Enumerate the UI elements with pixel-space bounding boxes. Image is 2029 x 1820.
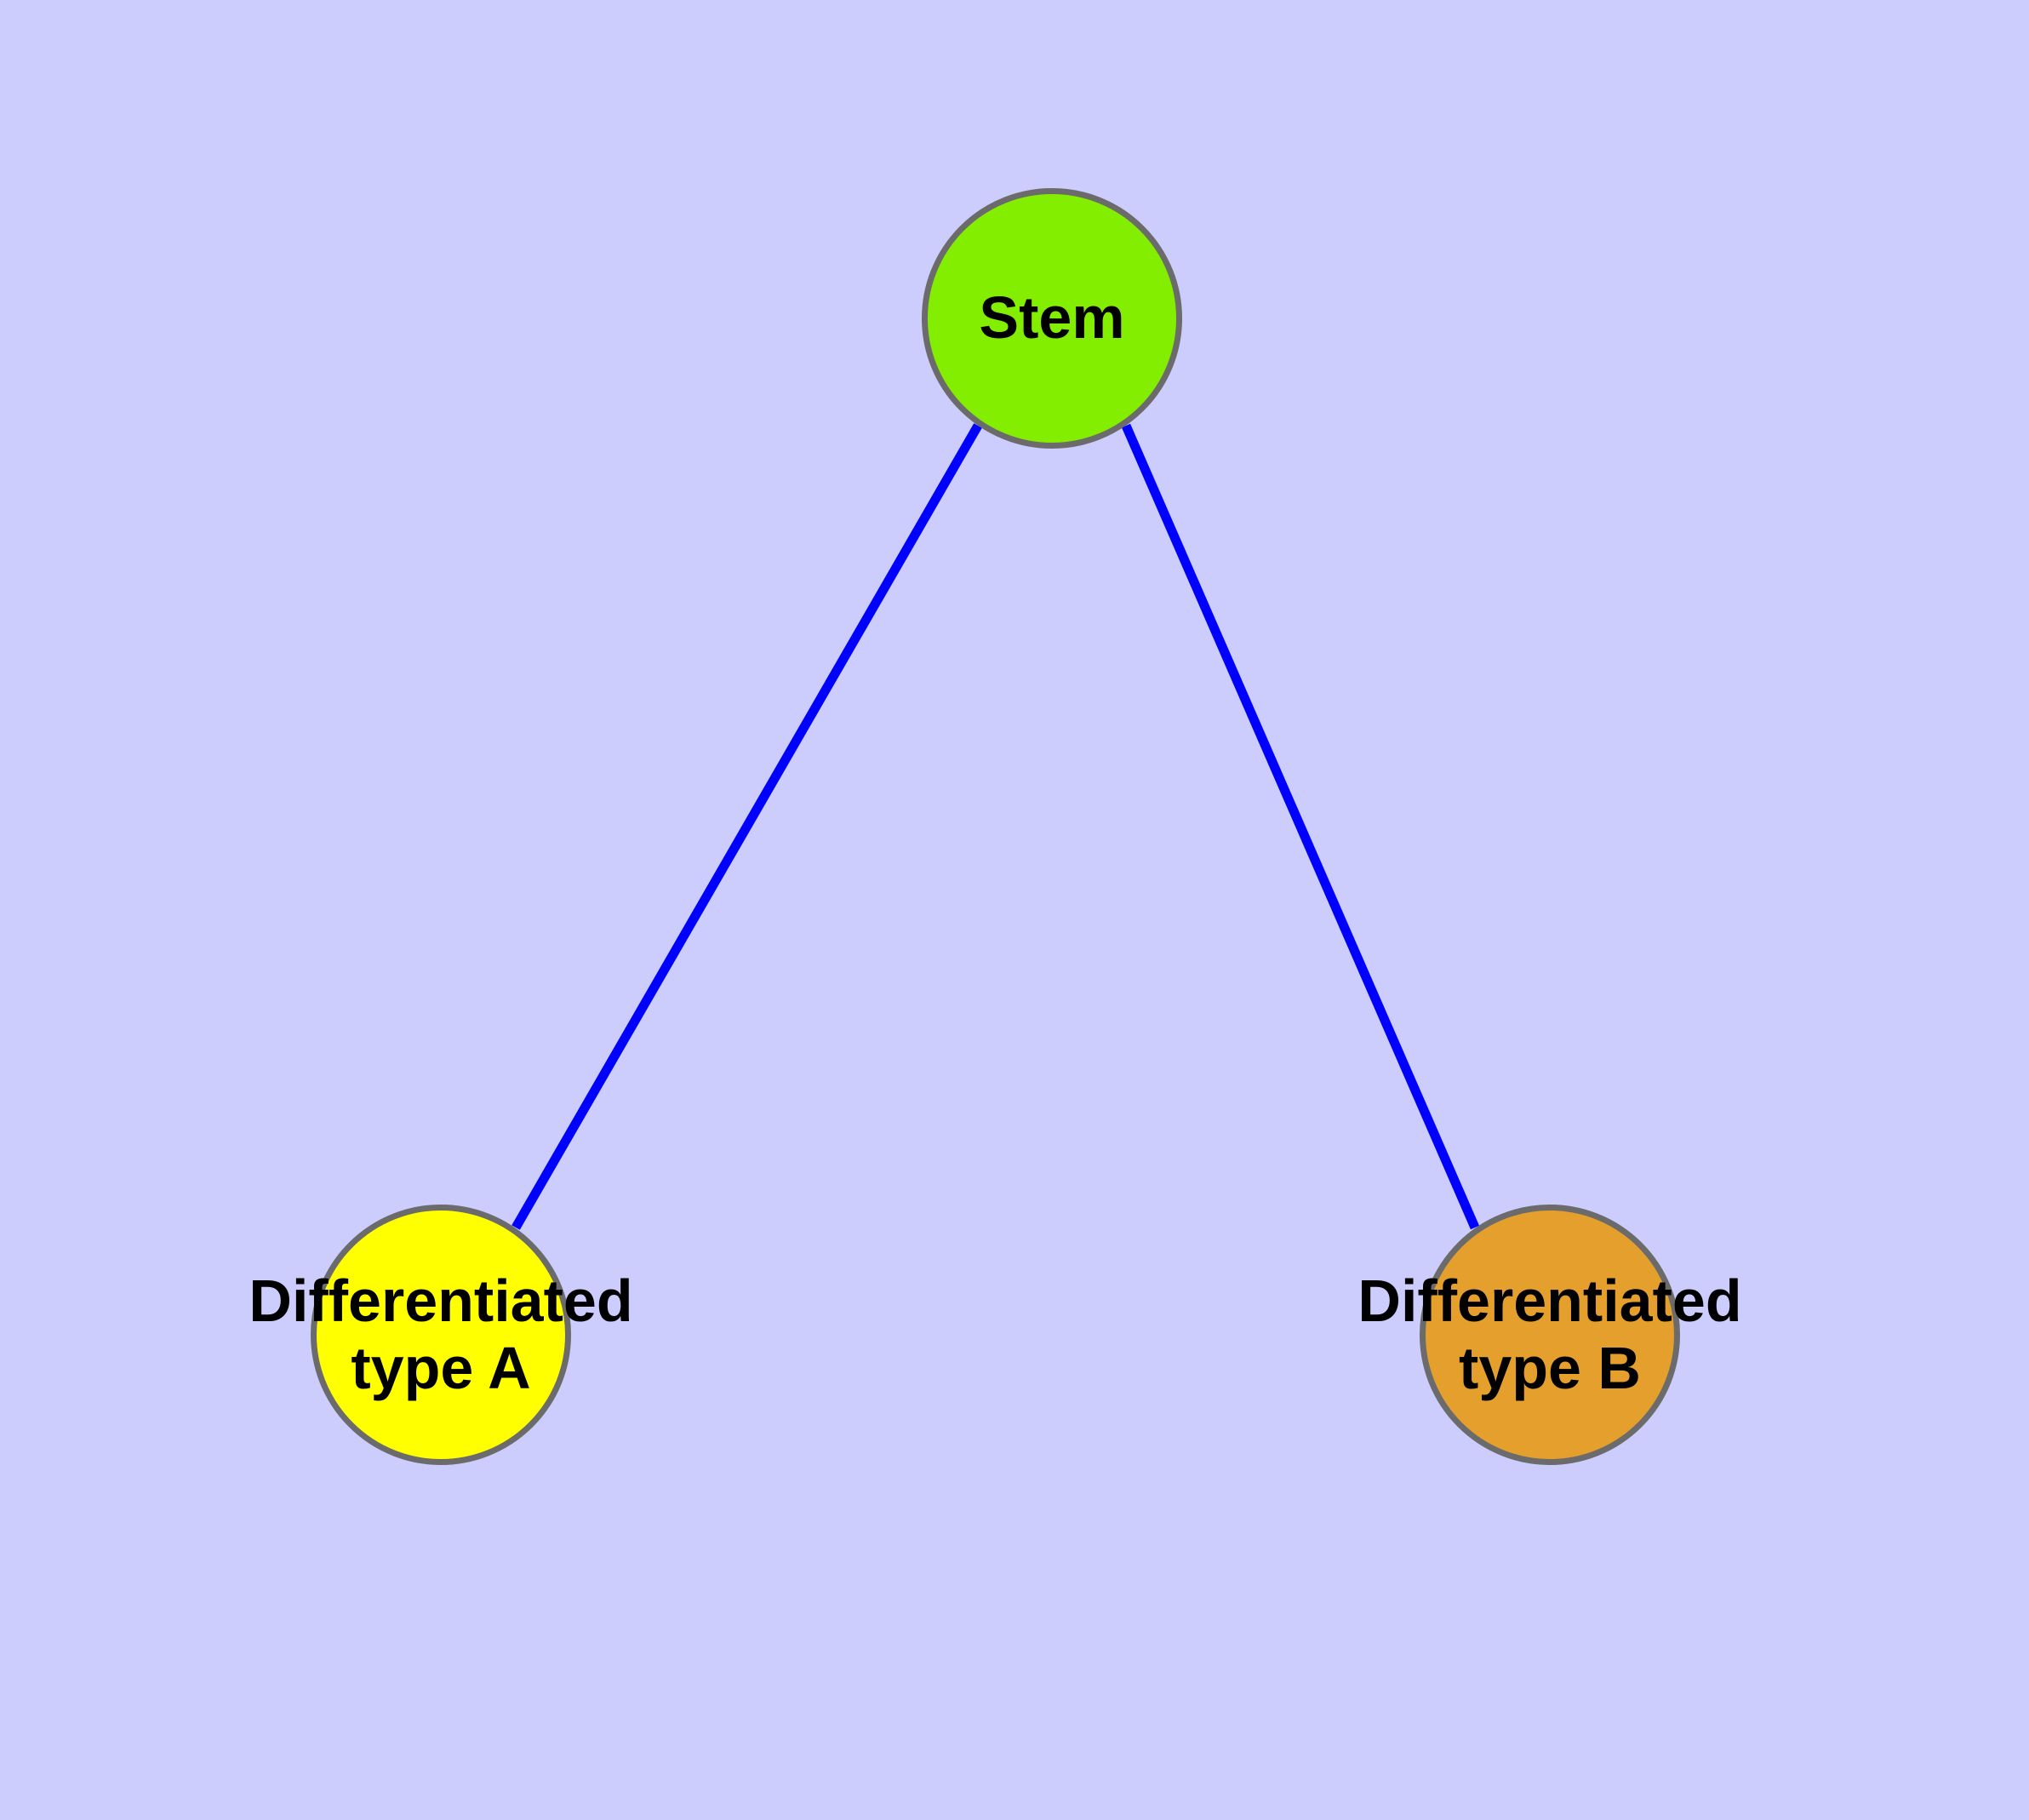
node-stem[interactable] <box>922 188 1182 449</box>
edge-stem-to-type-a <box>512 423 982 1230</box>
node-differentiated-type-b[interactable] <box>1420 1205 1680 1465</box>
edge-stem-to-type-b <box>1121 423 1480 1230</box>
node-differentiated-type-a[interactable] <box>311 1205 571 1465</box>
